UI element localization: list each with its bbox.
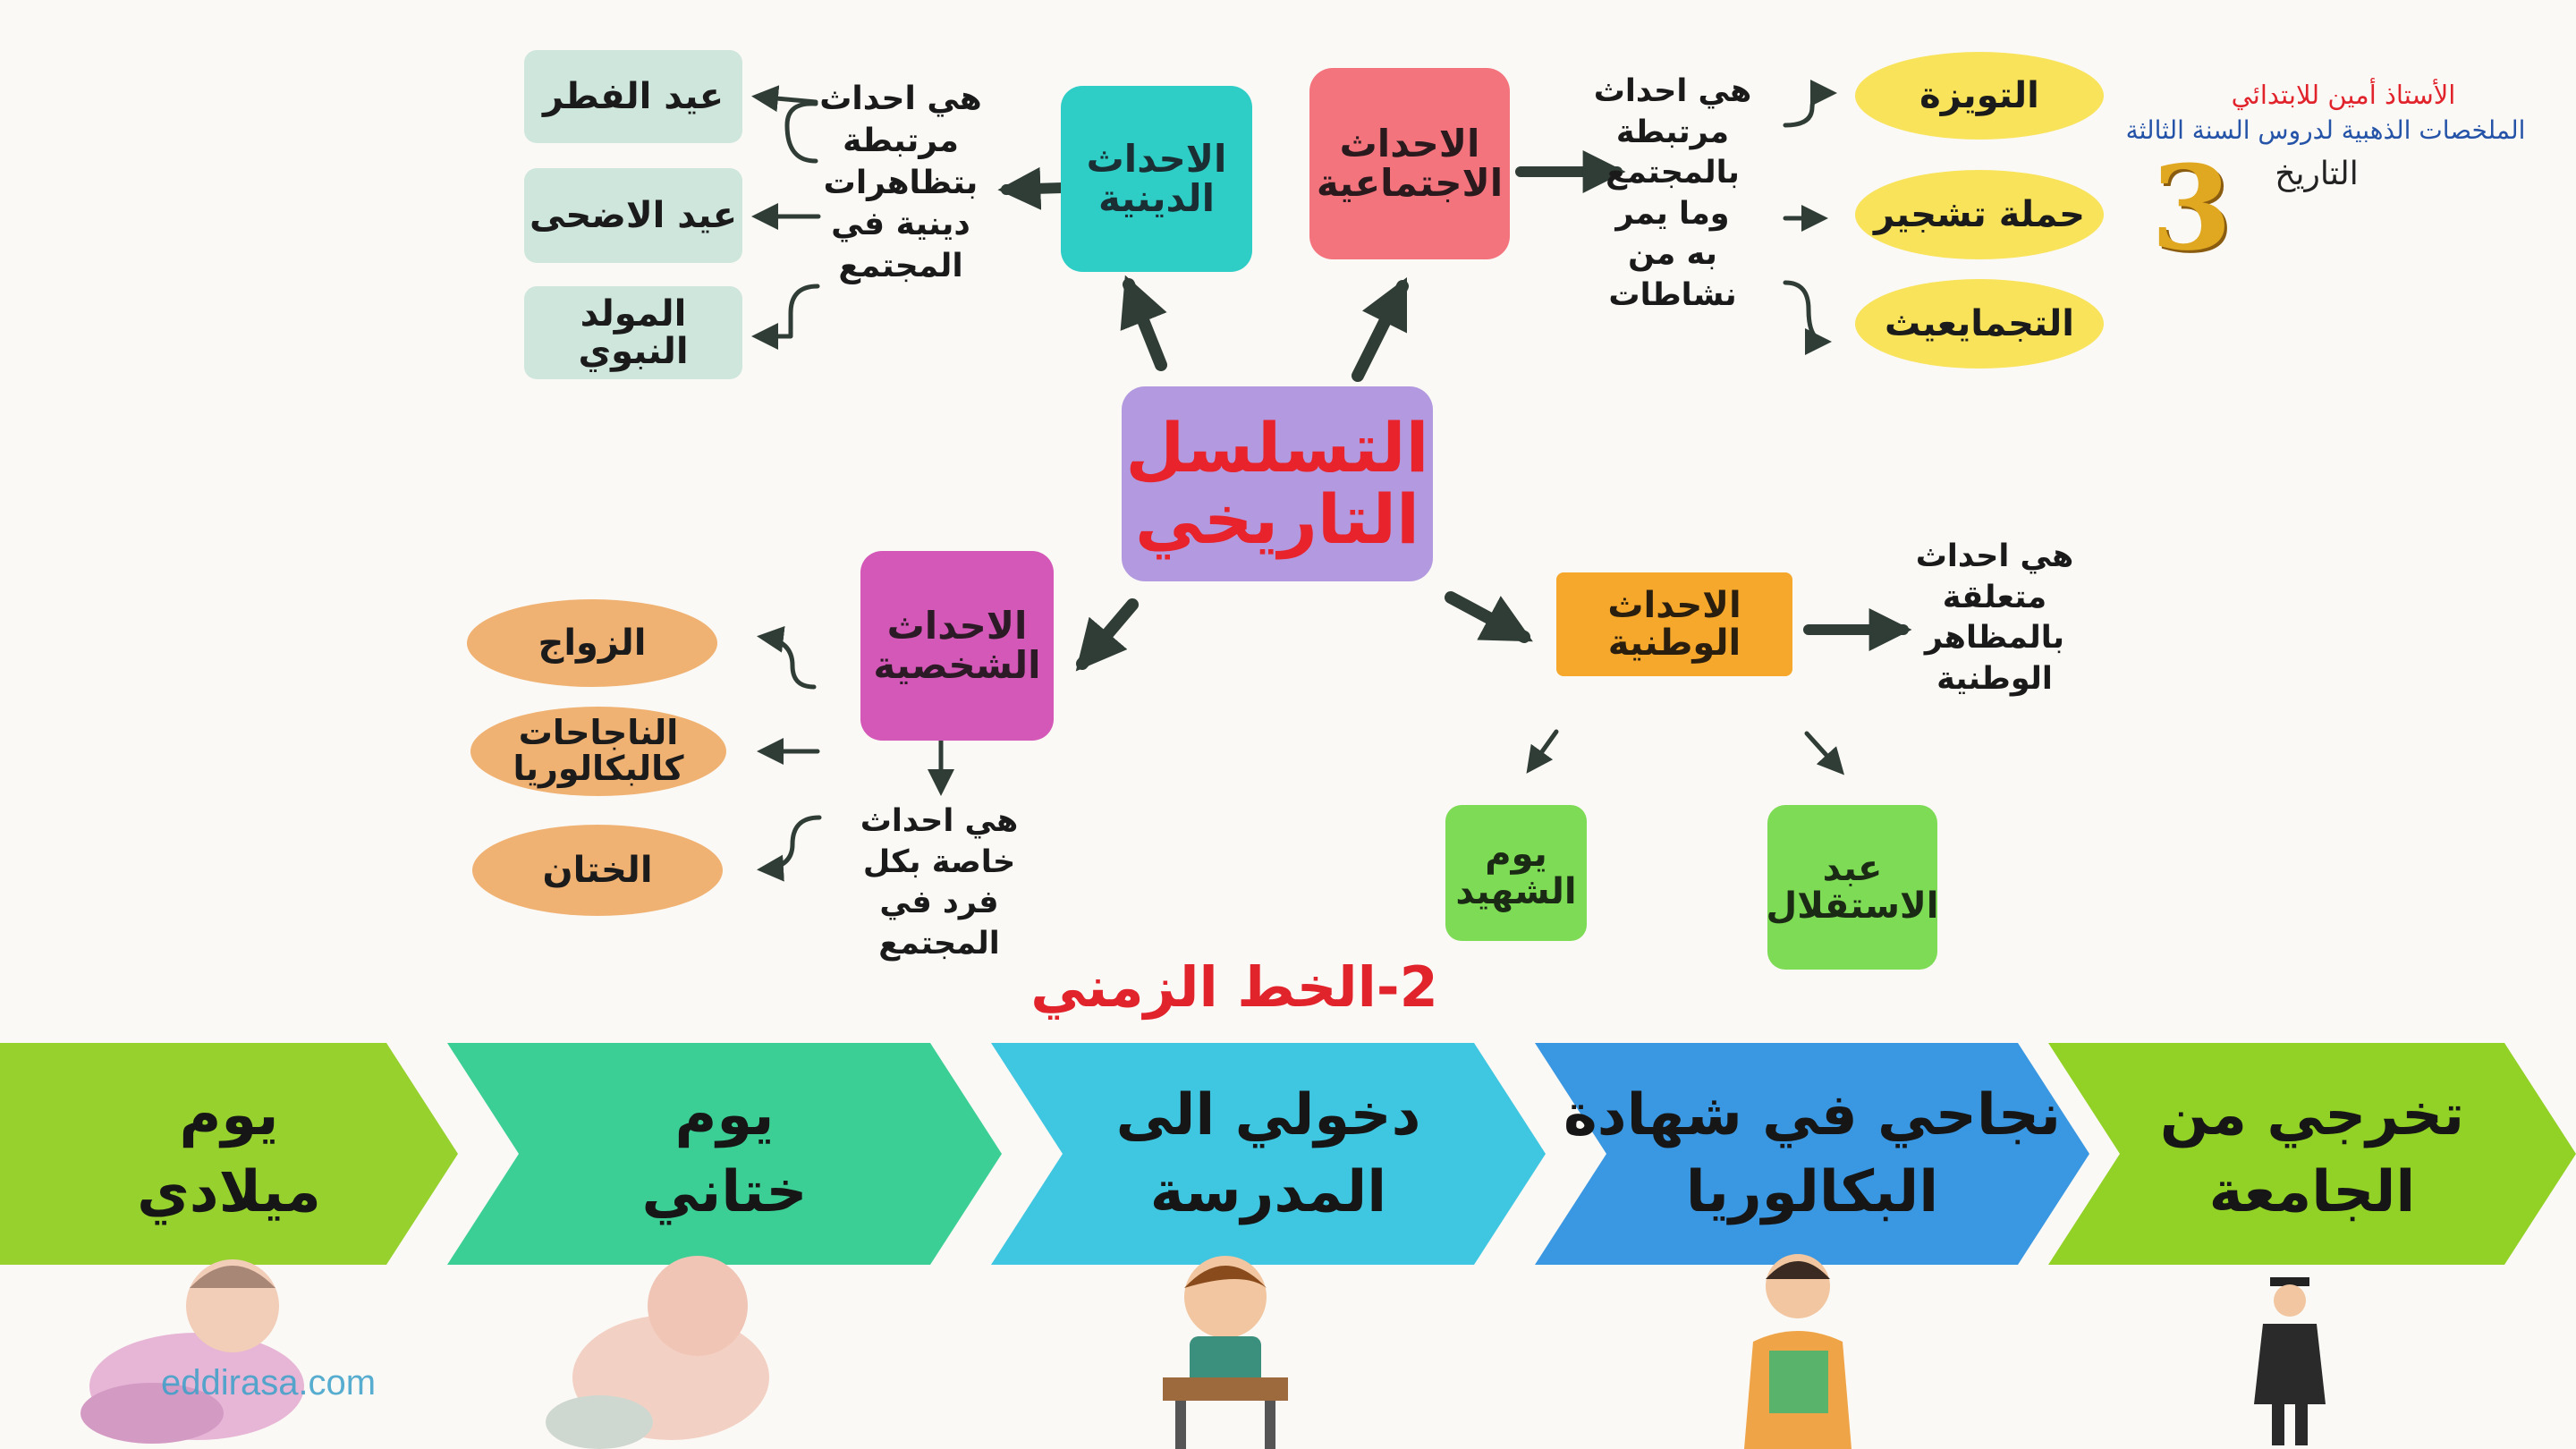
- reader-illustration: [1744, 1254, 1852, 1449]
- example-tajmaiyath: التجمايعيث: [1855, 279, 2104, 369]
- timeline-step-birth: يوم ميلادي: [0, 1043, 458, 1265]
- chevron-shape: [2048, 1043, 2576, 1265]
- social-desc-line: نشاطات: [1608, 276, 1737, 313]
- social-desc-line: به من: [1628, 236, 1717, 272]
- step-line1: يوم: [179, 1081, 279, 1148]
- independence-day-line1: عبد: [1822, 848, 1883, 889]
- social-events-box: الاحداث الاجتماعية: [1309, 68, 1510, 259]
- center-node: التسلسل التاريخي: [1122, 386, 1433, 581]
- timeline-step-circumcision: يوم ختاني: [447, 1043, 1002, 1265]
- personal-desc-line: خاصة بكل: [862, 843, 1016, 880]
- author-label: الأستاذ أمين للابتدائي: [2231, 80, 2456, 110]
- national-line1: الاحداث: [1607, 585, 1741, 626]
- social-line1: الاحداث: [1339, 121, 1480, 165]
- subject-label: التاريخ: [2275, 156, 2359, 192]
- personal-line2: الشخصية: [873, 643, 1041, 687]
- chevron-shape: [0, 1043, 458, 1265]
- martyr-day-line2: الشهيد: [1455, 871, 1577, 912]
- personal-events-box: الاحداث الشخصية: [860, 551, 1054, 741]
- chevron-shape: [447, 1043, 1002, 1265]
- example-martyr-day: يوم الشهيد: [1445, 805, 1587, 941]
- social-desc-line: بالمجتمع: [1606, 155, 1740, 191]
- national-description: هي احداث متعلقة بالمظاهر الوطنية: [1909, 537, 2080, 699]
- step-line2: ميلادي: [137, 1159, 321, 1225]
- independence-day-line2: الاستقلال: [1766, 886, 1939, 927]
- timeline-step-text: تخرجي من الجامعة: [2048, 1043, 2576, 1265]
- national-desc-line: الوطنية: [1936, 660, 2053, 697]
- personal-desc-line: هي احداث: [860, 803, 1019, 839]
- example-success: الناجاحات كالبكالوريا: [470, 707, 726, 796]
- example-success-line1: الناجاحات: [518, 713, 679, 753]
- national-line2: الوطنية: [1607, 623, 1741, 664]
- religious-desc-line: المجتمع: [838, 248, 963, 285]
- step-line1: يوم: [674, 1081, 775, 1148]
- personal-desc-line: المجتمع: [878, 925, 1000, 962]
- timeline-step-text: دخولي الى المدرسة: [991, 1043, 1546, 1265]
- example-circumcision: الختان: [472, 825, 723, 916]
- religious-desc-line: بتظاهرات: [823, 164, 979, 201]
- timeline-title: 2-الخط الزمني: [1030, 954, 1438, 1020]
- grade-number: 3: [2150, 140, 2233, 276]
- social-desc-line: مرتبطة: [1615, 114, 1730, 150]
- personal-line1: الاحداث: [886, 603, 1028, 648]
- social-desc-line: وما يمر: [1615, 195, 1730, 232]
- religious-desc-line: دينية في: [831, 206, 970, 243]
- timeline-step-text: يوم ختاني: [447, 1043, 1002, 1265]
- religious-description: هي احداث مرتبطة بتظاهرات دينية في المجتم…: [809, 79, 992, 288]
- religious-line2: الدينية: [1098, 176, 1215, 220]
- graduate-illustration: [2254, 1277, 2326, 1445]
- social-desc-line: هي احداث: [1593, 73, 1752, 109]
- step-line2: المدرسة: [1149, 1159, 1387, 1225]
- example-independence-day: عبد الاستقلال: [1766, 805, 1939, 970]
- timeline-step-school: دخولي الى المدرسة: [991, 1043, 1546, 1265]
- social-line2: الاجتماعية: [1316, 161, 1504, 205]
- center-title-line1: التسلسل: [1125, 408, 1429, 488]
- step-line1: تخرجي من: [2159, 1081, 2465, 1148]
- schoolboy-illustration: [1163, 1256, 1288, 1449]
- chevron-shape: [991, 1043, 1546, 1265]
- personal-description: هي احداث خاصة بكل فرد في المجتمع: [841, 801, 1038, 964]
- example-eid-al-adha: عيد الاضحى: [524, 168, 742, 263]
- national-desc-line: هي احداث: [1915, 538, 2074, 574]
- example-eid-al-fitr: عيد الفطر: [524, 50, 742, 143]
- baby-illustration: [80, 1259, 304, 1444]
- national-events-box: الاحداث الوطنية: [1556, 572, 1792, 676]
- timeline-step-baccalaureate: نجاحي في شهادة البكالوريا: [1535, 1043, 2089, 1265]
- personal-desc-line: فرد في: [879, 885, 999, 920]
- religious-desc-line: هي احداث: [819, 80, 982, 117]
- example-tree-planting: حملة تشجير: [1855, 170, 2104, 259]
- example-marriage: الزواج: [467, 599, 717, 687]
- example-twiza: التويزة: [1855, 52, 2104, 140]
- example-mawlid: المولد النبوي: [524, 286, 742, 379]
- national-desc-line: بالمظاهر: [1924, 620, 2065, 656]
- step-line2: الجامعة: [2208, 1159, 2416, 1225]
- martyr-day-line1: يوم: [1485, 834, 1547, 875]
- social-description: هي احداث مرتبطة بالمجتمع وما يمر به من ن…: [1592, 72, 1753, 316]
- series-label: الملخصات الذهبية لدروس السنة الثالثة: [2125, 115, 2526, 145]
- timeline-step-text: يوم ميلادي: [0, 1043, 494, 1265]
- step-line2: ختاني: [641, 1159, 808, 1225]
- religious-events-box: الاحداث الدينية: [1061, 86, 1252, 272]
- step-line1: نجاحي في شهادة: [1563, 1081, 2062, 1148]
- newborn-illustration: [546, 1256, 769, 1449]
- national-desc-line: متعلقة: [1942, 579, 2047, 615]
- center-title-line2: التاريخي: [1134, 479, 1420, 559]
- timeline-step-graduation: تخرجي من الجامعة: [2048, 1043, 2576, 1265]
- example-success-line2: كالبكالوريا: [513, 749, 684, 788]
- chevron-shape: [1535, 1043, 2089, 1265]
- religious-desc-line: مرتبطة: [843, 122, 959, 159]
- step-line2: البكالوريا: [1685, 1159, 1939, 1225]
- religious-line1: الاحداث: [1086, 136, 1227, 181]
- timeline-step-text: نجاحي في شهادة البكالوريا: [1535, 1043, 2089, 1265]
- step-line1: دخولي الى: [1115, 1081, 1421, 1148]
- watermark-logo: eddirasa.com: [161, 1363, 377, 1402]
